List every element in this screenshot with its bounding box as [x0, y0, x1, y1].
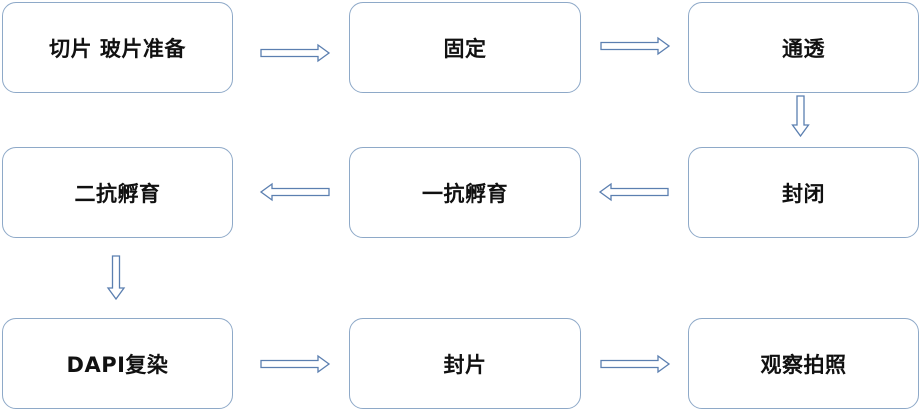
step-label: 二抗孵育: [74, 181, 161, 206]
step-section-slide-prep: 切片 玻片准备: [2, 2, 233, 93]
step-label: 一抗孵育: [422, 181, 508, 206]
arrow-down-icon: [106, 255, 126, 301]
step-label: 封闭: [782, 181, 825, 206]
arrow-right-icon: [600, 354, 671, 374]
step-label: DAPI复染: [66, 352, 169, 377]
step-label: 固定: [443, 36, 487, 61]
step-dapi-counterstain: DAPI复染: [2, 318, 233, 409]
step-secondary-antibody: 二抗孵育: [2, 147, 233, 238]
arrow-down-icon: [791, 95, 810, 138]
step-primary-antibody: 一抗孵育: [349, 147, 581, 238]
step-label: 通透: [782, 36, 825, 61]
step-observe-photograph: 观察拍照: [688, 318, 919, 409]
arrow-right-icon: [600, 36, 671, 56]
arrow-right-icon: [260, 43, 331, 63]
step-label: 切片 玻片准备: [49, 36, 186, 61]
step-mounting: 封片: [349, 318, 581, 409]
step-permeabilization: 通透: [688, 2, 919, 93]
step-blocking: 封闭: [688, 147, 919, 238]
step-fixation: 固定: [349, 2, 581, 93]
step-label: 观察拍照: [760, 352, 847, 377]
arrow-right-icon: [260, 354, 331, 374]
arrow-left-icon: [259, 182, 330, 202]
step-label: 封片: [443, 352, 487, 377]
arrow-left-icon: [598, 182, 669, 202]
